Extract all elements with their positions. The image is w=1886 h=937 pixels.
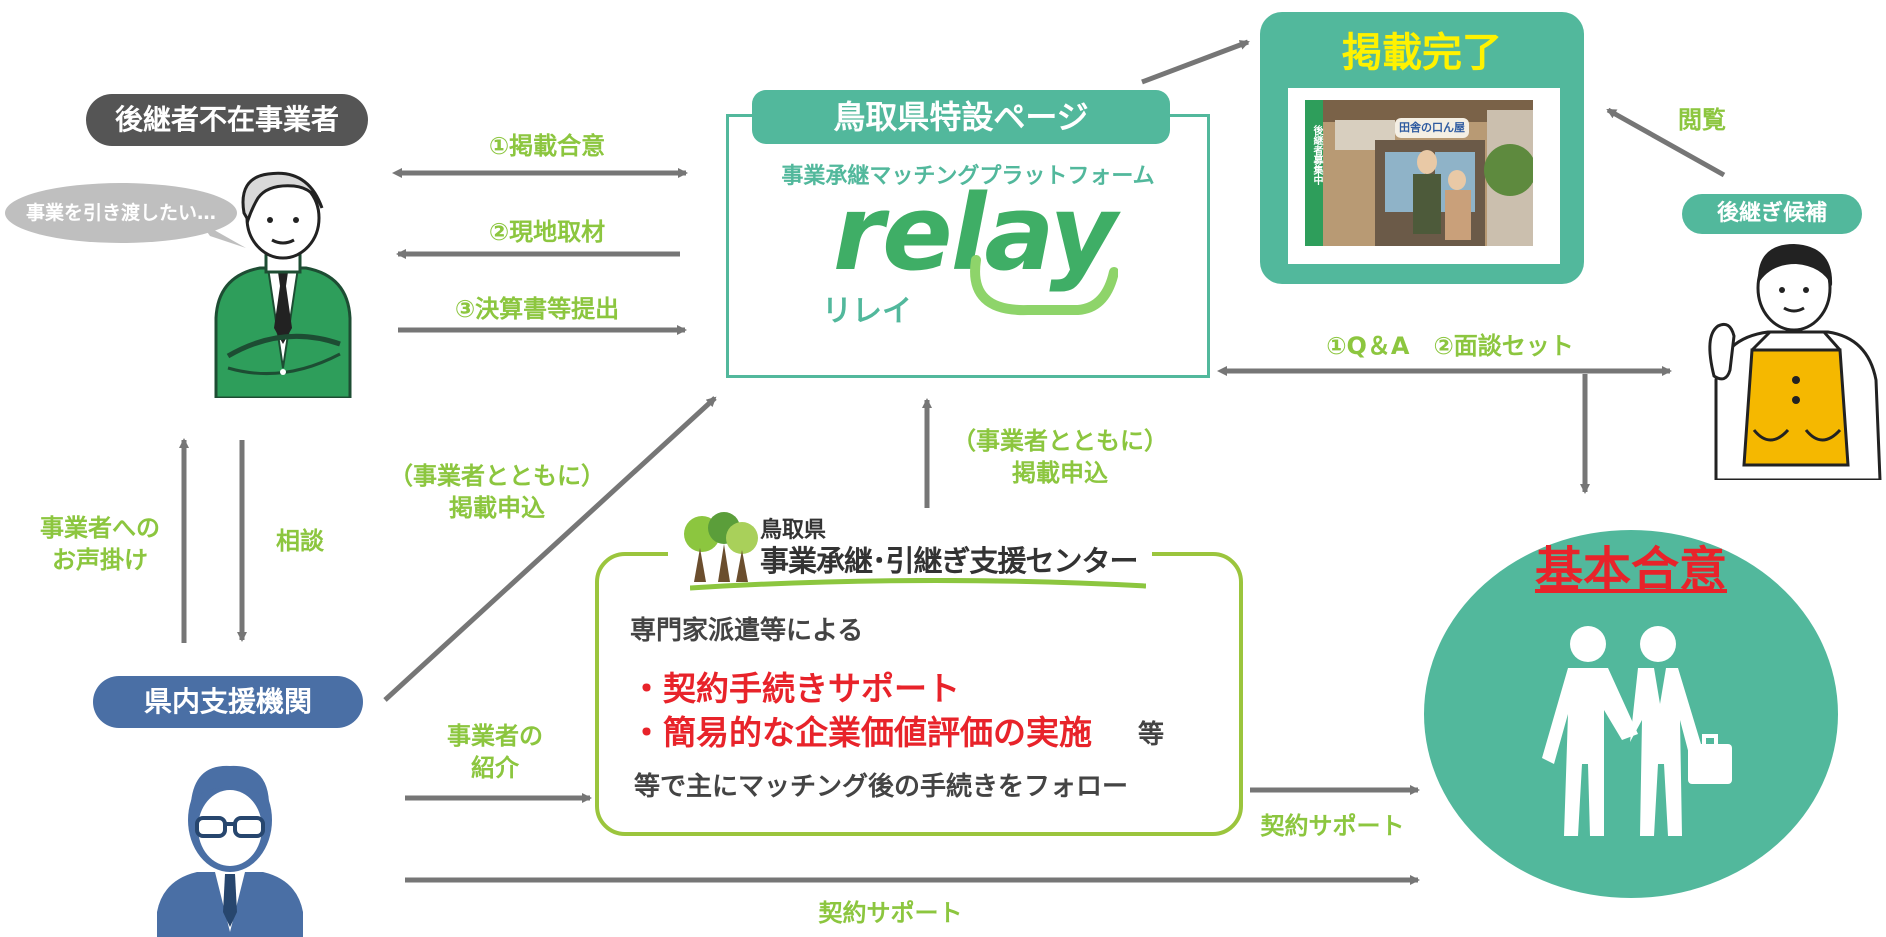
center-name-underline	[690, 578, 1146, 591]
label-introduce: 事業者の 紹介	[447, 722, 543, 782]
label-contract-mid: 契約サポート	[1260, 812, 1405, 840]
label-apply-left: （事業者とともに） 掲載申込	[389, 462, 605, 522]
relay-subtitle: 事業承継マッチングプラットフォーム	[781, 164, 1155, 189]
relay-logo-kana: リレイ	[822, 294, 912, 329]
support-org-label: 県内支援機関	[93, 676, 363, 728]
label-contract-bottom: 契約サポート	[818, 899, 963, 927]
speech-text: 事業を引き渡したい…	[25, 202, 216, 224]
center-name: 事業承継･引継ぎ支援センター	[760, 544, 1139, 578]
relay-logo-swoosh	[970, 255, 1118, 316]
label-apply-center: （事業者とともに） 掲載申込	[952, 427, 1168, 487]
center-line1: 専門家派遣等による	[630, 616, 864, 646]
center-bullet1: ・契約手続きサポート	[630, 669, 960, 708]
label-call-out: 事業者への お声掛け	[40, 514, 160, 574]
handshake-icon	[1542, 626, 1732, 836]
shop-sign-vertical: 後継者募集中	[1311, 125, 1322, 185]
successor-illustration	[1708, 244, 1882, 480]
speech-bubble	[5, 183, 237, 243]
speech-bubble-tail	[200, 222, 246, 248]
arrow-apply-left	[383, 396, 717, 702]
label-step3: ③決算書等提出	[454, 295, 620, 323]
label-qa: ①Q＆A ②面談セット	[1326, 332, 1574, 360]
label-consult: 相談	[276, 527, 324, 555]
successor-label: 後継ぎ候補	[1682, 194, 1862, 234]
posted-title: 掲載完了	[1342, 30, 1502, 76]
owner-label: 後継者不在事業者	[86, 94, 368, 146]
arrow-to-posted	[1141, 39, 1250, 85]
tree-logo-icon	[684, 512, 758, 582]
arrow-browse	[1606, 107, 1726, 178]
relay-header: 鳥取県特設ページ	[752, 90, 1170, 144]
relay-platform-box	[726, 114, 1210, 378]
label-browse: 閲覧	[1678, 106, 1726, 134]
support-staff-illustration	[157, 765, 303, 937]
agreement-title: 基本合意	[1534, 542, 1727, 598]
label-step2: ②現地取材	[488, 218, 606, 246]
business-owner-illustration	[214, 171, 352, 398]
agreement-circle	[1424, 530, 1838, 898]
center-pref: 鳥取県	[760, 518, 827, 543]
center-bullet2-suffix: 等	[1138, 720, 1165, 750]
center-bullet2: ・簡易的な企業価値評価の実施	[630, 713, 1092, 752]
center-line-last: 等で主にマッチング後の手続きをフォロー	[634, 772, 1129, 802]
label-step1: ①掲載合意	[488, 132, 606, 160]
shop-sign: 田舎の口ん屋	[1395, 118, 1469, 138]
